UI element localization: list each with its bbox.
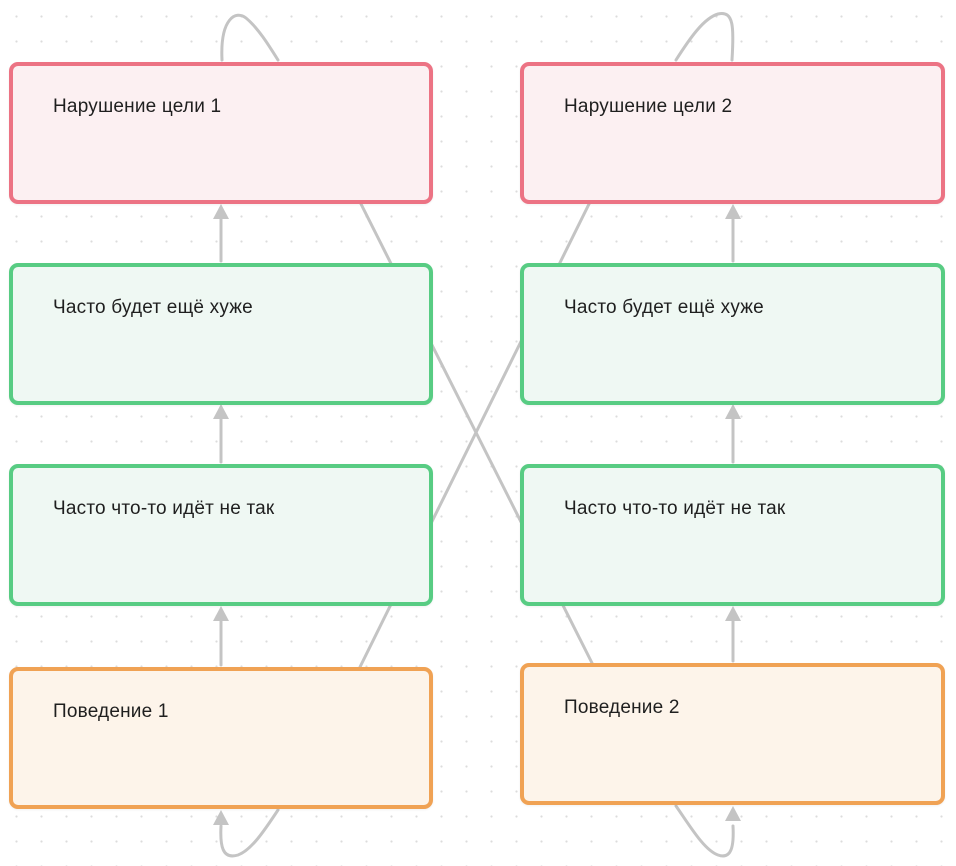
arrowhead-up — [725, 404, 741, 419]
node-gets-worse-1[interactable]: Часто будет ещё хуже — [9, 263, 433, 405]
arrowhead-up — [213, 606, 229, 621]
node-label: Нарушение цели 1 — [53, 96, 222, 117]
node-goes-wrong-1[interactable]: Часто что-то идёт не так — [9, 464, 433, 606]
arrowhead-up — [213, 810, 229, 825]
node-label: Поведение 1 — [53, 701, 169, 722]
arrowhead-up — [725, 204, 741, 219]
arrowhead-up — [213, 404, 229, 419]
node-label: Часто что-то идёт не так — [564, 498, 786, 519]
connector-goal2-loop — [674, 11, 735, 62]
node-label: Часто будет ещё хуже — [564, 297, 764, 318]
arrowhead-up — [725, 606, 741, 621]
node-gets-worse-2[interactable]: Часто будет ещё хуже — [520, 263, 945, 405]
node-label: Поведение 2 — [564, 697, 680, 718]
arrowhead-up — [725, 806, 741, 821]
node-label: Часто будет ещё хуже — [53, 297, 253, 318]
node-label: Часто что-то идёт не так — [53, 498, 275, 519]
connector-beh2-loop — [674, 804, 735, 858]
node-behavior-1[interactable]: Поведение 1 — [9, 667, 433, 809]
connector-goal1-loop — [220, 13, 280, 62]
node-behavior-2[interactable]: Поведение 2 — [520, 663, 945, 805]
node-goes-wrong-2[interactable]: Часто что-то идёт не так — [520, 464, 945, 606]
node-label: Нарушение цели 2 — [564, 96, 733, 117]
arrowhead-up — [213, 204, 229, 219]
node-goal-violation-2[interactable]: Нарушение цели 2 — [520, 62, 945, 204]
connector-beh1-loop — [219, 808, 280, 858]
node-goal-violation-1[interactable]: Нарушение цели 1 — [9, 62, 433, 204]
